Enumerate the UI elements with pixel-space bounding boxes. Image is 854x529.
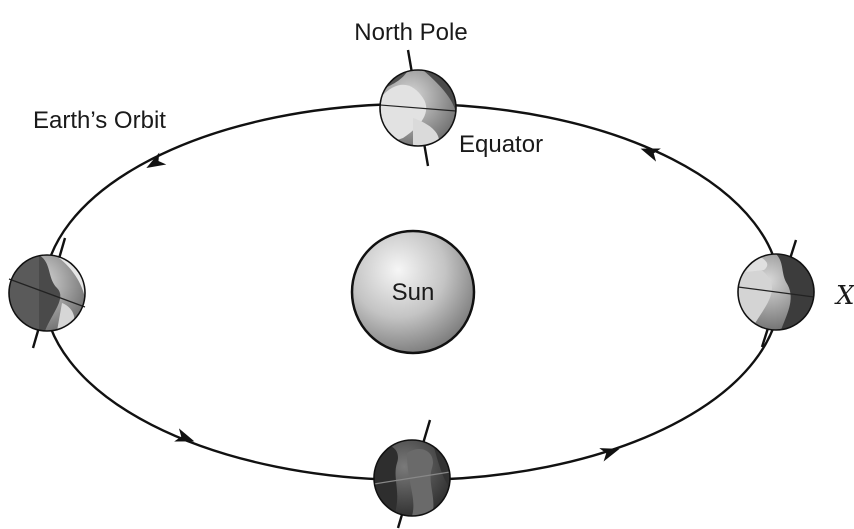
sun: Sun xyxy=(350,229,476,355)
north-pole-label: North Pole xyxy=(354,19,467,46)
orbit-arrow-bottom-left xyxy=(174,428,195,442)
equator-label: Equator xyxy=(459,131,543,158)
earth-bottom xyxy=(373,419,451,529)
earth-left xyxy=(8,237,86,349)
sun-label: Sun xyxy=(392,279,435,306)
orbit-arrow-top-right xyxy=(640,148,661,162)
x-marker-label: X xyxy=(834,281,854,311)
orbit-label: Earth’s Orbit xyxy=(33,107,166,134)
orbit-arrow-top-left xyxy=(146,152,167,168)
earth-top xyxy=(379,49,457,167)
orbit-arrow-bottom-right xyxy=(599,448,620,462)
earth-right xyxy=(737,239,815,348)
